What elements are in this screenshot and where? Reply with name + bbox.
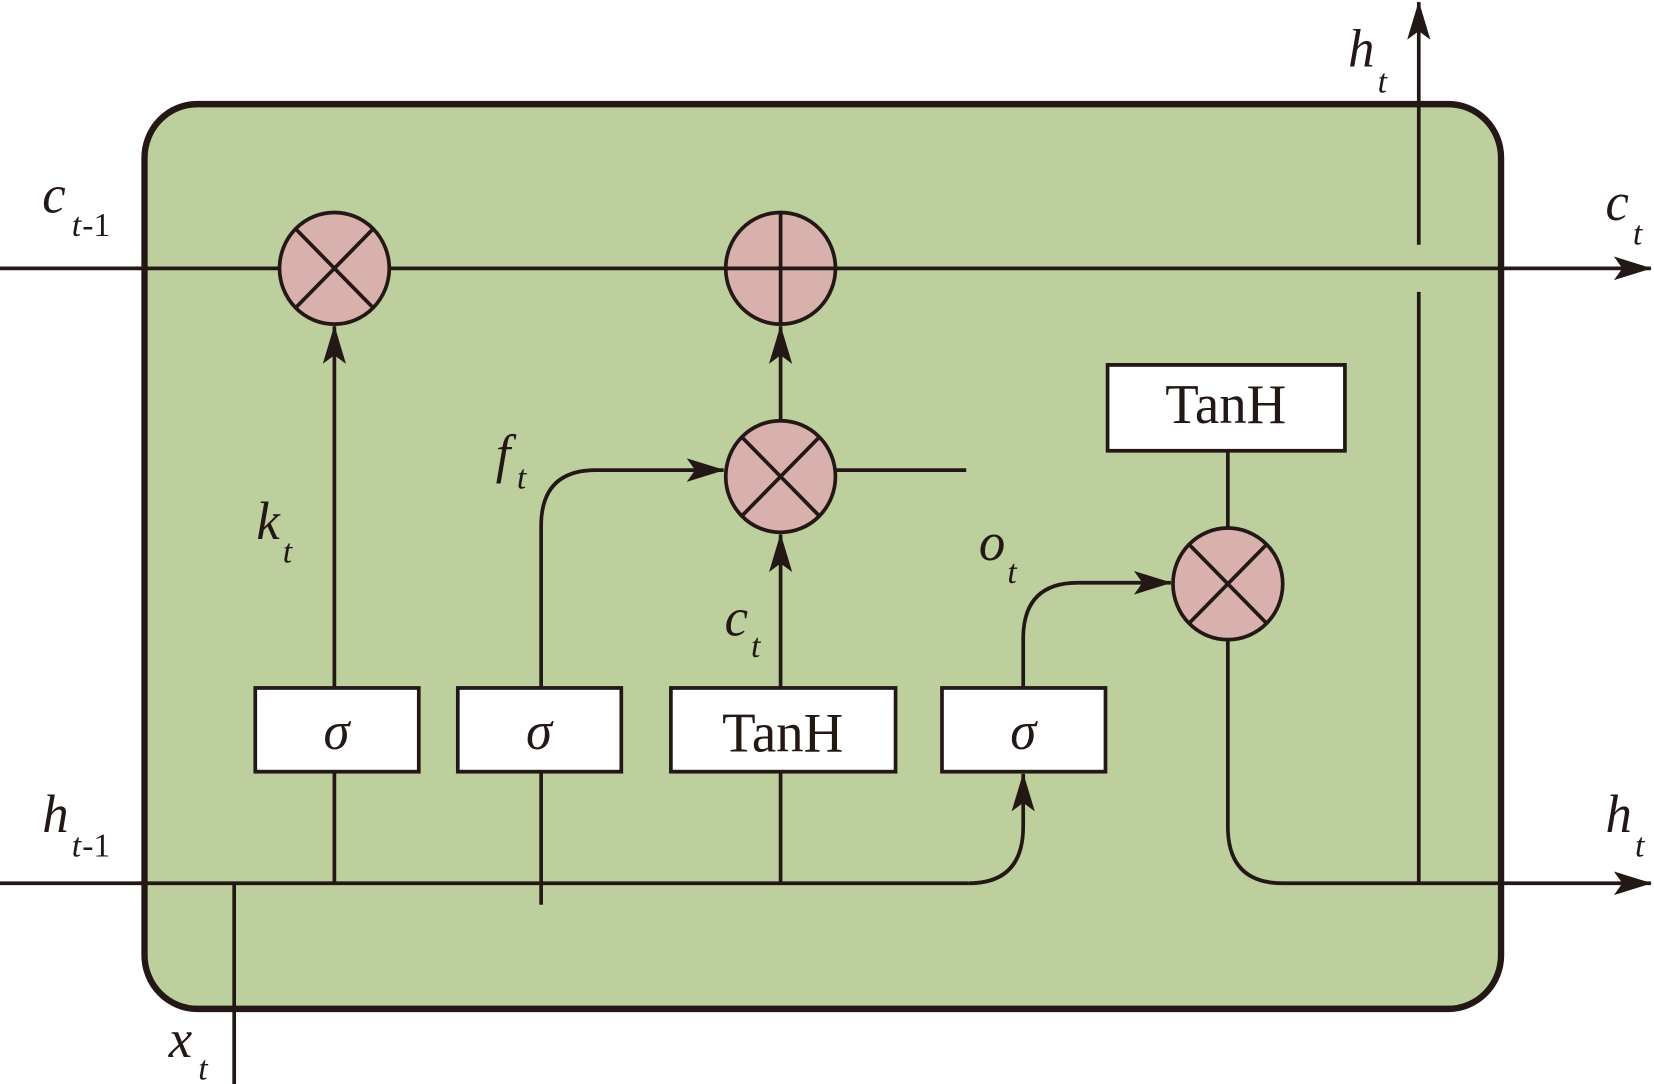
- svg-text:t: t: [72, 827, 83, 864]
- hidden-to-output-gate-line: [968, 772, 1035, 886]
- o-gate-output-line: [1021, 570, 1172, 688]
- add-operator: [723, 210, 838, 327]
- label-h-out: h t: [1605, 784, 1645, 864]
- multiply-operator-input: [723, 418, 838, 535]
- tanh-gate-candidate: TanH: [669, 686, 898, 774]
- svg-text:c: c: [42, 165, 66, 225]
- label-h-top: h t: [1348, 19, 1388, 100]
- svg-text:o: o: [979, 513, 1005, 573]
- label-h-prev: h t -1: [42, 784, 110, 864]
- sigma-gate-k: σ: [253, 686, 421, 774]
- svg-text:h: h: [1605, 784, 1631, 844]
- svg-text:t: t: [1635, 827, 1646, 864]
- multiply-operator-forget: [277, 210, 392, 327]
- output-hidden-line: [1225, 639, 1652, 896]
- sigma-label: σ: [323, 702, 351, 762]
- sigma-gate-o: σ: [940, 686, 1108, 774]
- label-c-out: c t: [1605, 173, 1643, 253]
- svg-text:t: t: [1378, 63, 1389, 100]
- svg-text:t: t: [283, 533, 294, 570]
- svg-text:t: t: [1007, 554, 1018, 591]
- tanh-gate-output: TanH: [1105, 363, 1347, 453]
- svg-text:t: t: [198, 1050, 209, 1084]
- sigma-gate-f: σ: [455, 686, 624, 774]
- sigma-label: σ: [526, 702, 554, 762]
- svg-text:k: k: [256, 491, 281, 551]
- multiply-operator-output: [1171, 526, 1285, 642]
- svg-text:x: x: [168, 1010, 193, 1070]
- label-c-prev: c t -1: [42, 165, 110, 244]
- svg-text:h: h: [42, 784, 68, 844]
- tanh-label: TanH: [722, 702, 843, 764]
- svg-text:-1: -1: [82, 207, 110, 244]
- svg-text:-1: -1: [82, 827, 110, 864]
- sigma-label: σ: [1010, 702, 1038, 762]
- svg-text:c: c: [725, 588, 749, 648]
- svg-text:t: t: [1633, 215, 1644, 252]
- label-c-candidate: c t: [725, 588, 762, 665]
- f-gate-output-line: [539, 458, 725, 688]
- svg-text:t: t: [751, 628, 762, 665]
- lstm-cell-box: [141, 100, 1505, 1013]
- label-o: o t: [979, 513, 1018, 591]
- svg-text:t: t: [517, 459, 528, 496]
- label-k: k t: [256, 491, 293, 570]
- label-x-in: x t: [168, 1010, 209, 1084]
- tanh-label: TanH: [1165, 373, 1286, 435]
- svg-text:c: c: [1605, 173, 1629, 233]
- svg-text:t: t: [72, 207, 83, 244]
- svg-text:h: h: [1348, 19, 1374, 79]
